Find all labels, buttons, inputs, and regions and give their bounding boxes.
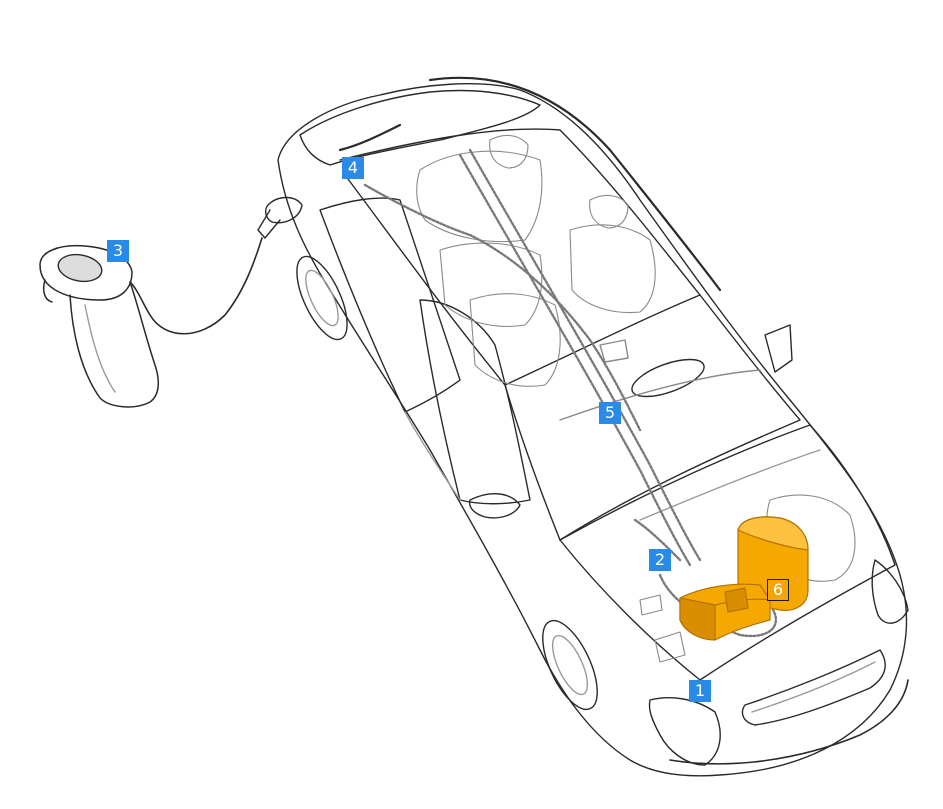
windshield [505,295,800,540]
roof-rail-left [340,125,400,150]
door-line [405,412,460,500]
wheel-rear-left [287,250,358,347]
roof-rail-right [430,78,720,290]
seat-front-right [570,225,655,313]
callout-4: 4 [342,157,364,179]
side-mirror-left [470,494,520,518]
seat-front-left [470,294,560,387]
callout-1: 1 [689,680,711,702]
hood-outline [560,425,895,680]
charging-handle [70,282,158,407]
door-rear [320,198,460,412]
steering-wheel [628,352,709,404]
headlight-right [872,560,908,623]
callout-3-text: 3 [113,241,123,260]
callout-4-text: 4 [348,158,358,177]
callout-5: 5 [599,402,621,424]
charging-cable [130,238,262,334]
callout-6: 6 [767,579,789,601]
callout-2-text: 2 [655,550,665,569]
callout-2: 2 [649,549,671,571]
side-mirror-right [765,325,792,372]
car-body-outline [278,84,906,776]
callout-6-text: 6 [773,580,783,599]
callout-3: 3 [107,240,129,262]
headlight-left [649,698,720,765]
cable-main-2 [470,150,700,560]
charge-port [266,198,302,223]
callout-1-text: 1 [695,681,705,700]
motor-front-face [680,598,715,640]
rear-window [300,91,540,165]
grille [742,650,885,725]
door-front [420,300,530,504]
callout-5-text: 5 [605,403,615,422]
